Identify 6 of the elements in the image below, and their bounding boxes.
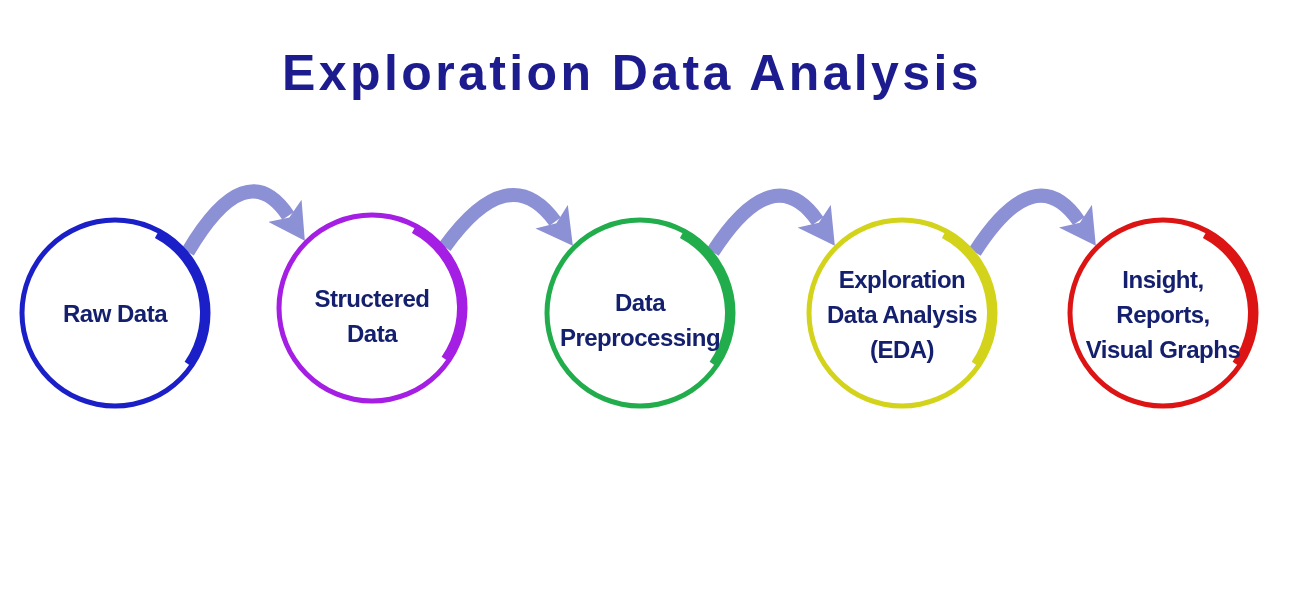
diagram-title: Exploration Data Analysis bbox=[282, 44, 982, 103]
node-label: Insight, Reports, Visual Graphs bbox=[1084, 264, 1242, 365]
node-label: Data Preprocessing bbox=[558, 288, 722, 353]
node-label: Structered Data bbox=[313, 284, 431, 349]
node-label: Exploration Data Analysis (EDA) bbox=[826, 264, 978, 365]
node-label: Raw Data bbox=[62, 298, 167, 329]
